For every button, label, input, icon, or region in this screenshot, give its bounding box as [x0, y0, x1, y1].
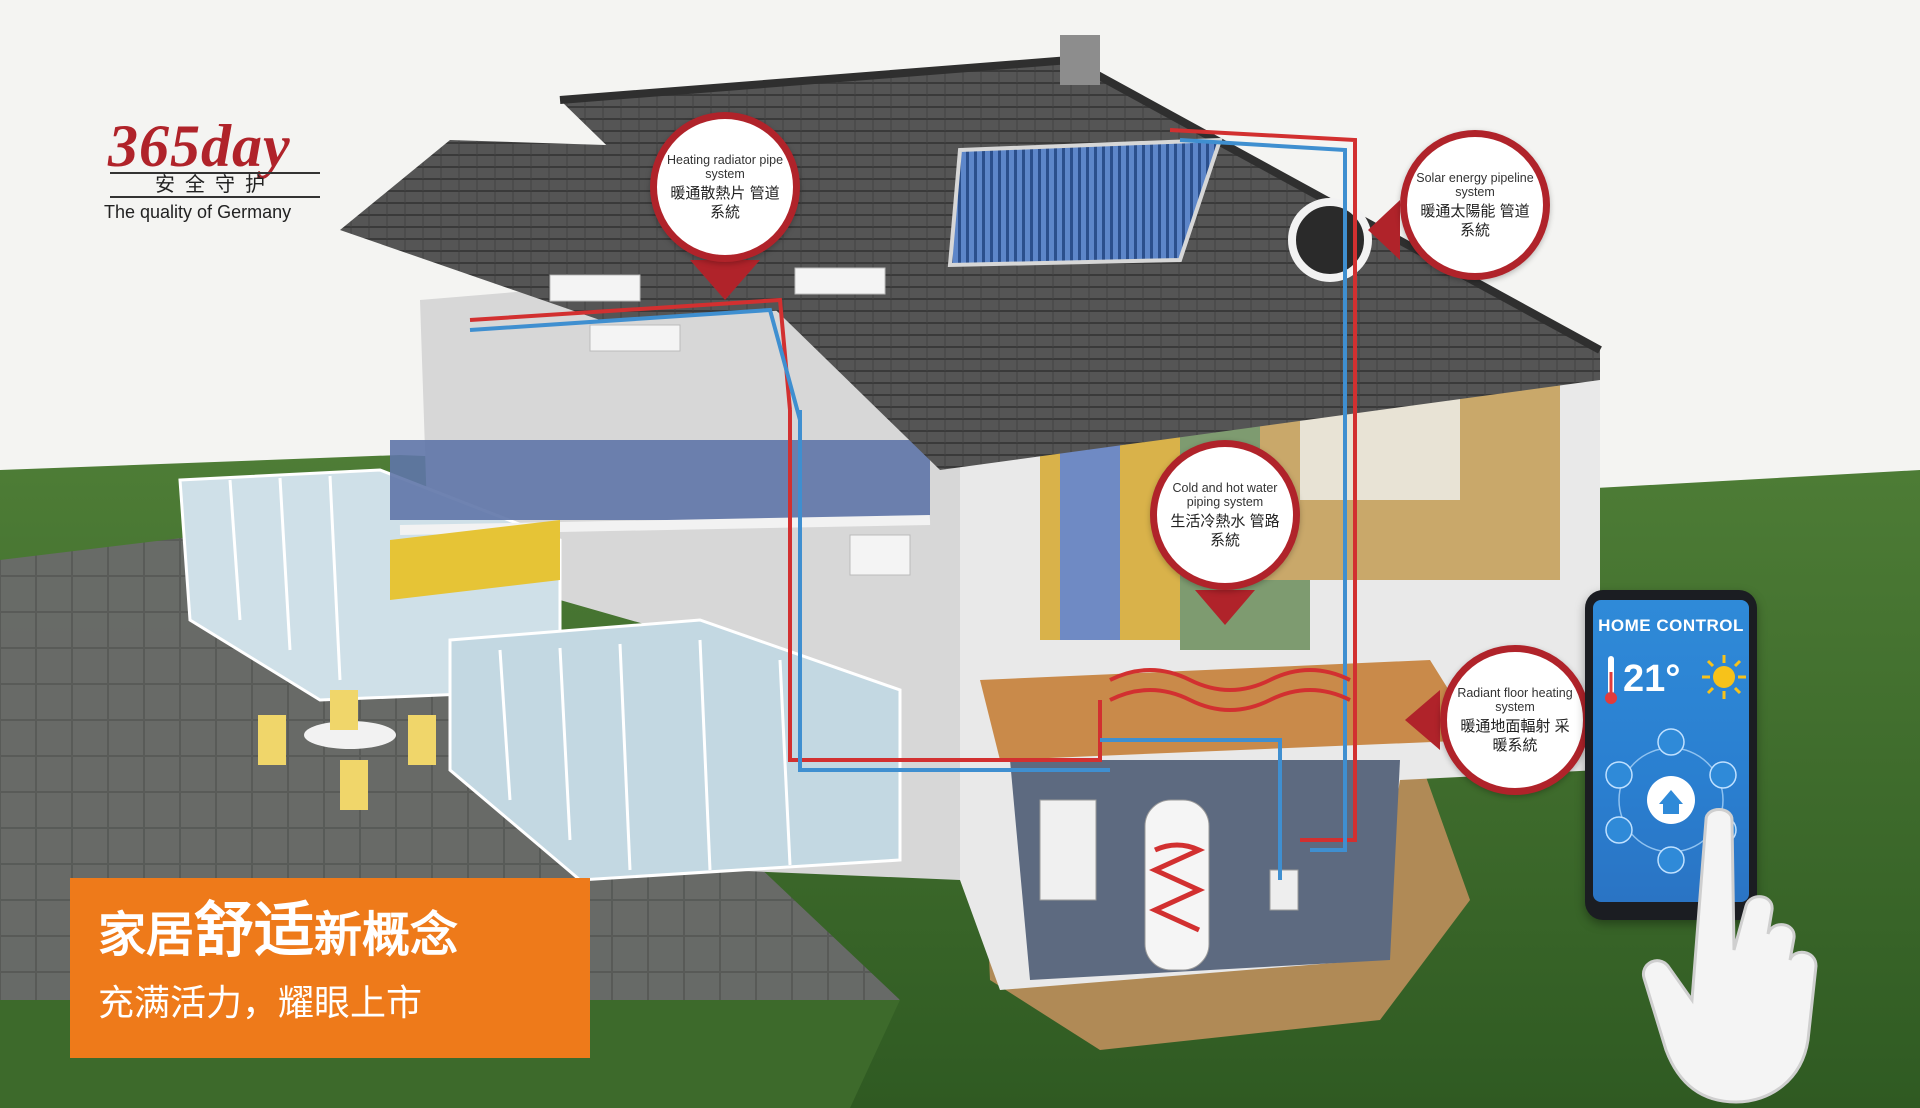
callout-heating-radiator-en: Heating radiator pipe system — [666, 152, 784, 181]
banner-subtitle: 充满活力，耀眼上市 — [98, 982, 423, 1023]
callout-cold-hot-water: Cold and hot water piping system 生活冷熱水 管… — [1150, 440, 1300, 590]
logo-number: 365day — [108, 113, 291, 179]
callout-solar-energy-en: Solar energy pipeline system — [1416, 170, 1534, 199]
sun-icon — [1702, 655, 1746, 699]
callout-heating-radiator: Heating radiator pipe system 暖通散熱片 管道系統 — [650, 112, 800, 262]
callout-solar-energy: Solar energy pipeline system 暖通太陽能 管道系統 — [1400, 130, 1550, 280]
home-control-title: HOME CONTROL — [1598, 616, 1744, 635]
banner-title-prefix: 家居 — [98, 909, 195, 962]
banner-title: 家居舒适新概念 — [98, 900, 562, 967]
callout-heating-radiator-zh: 暖通散熱片 管道系統 — [670, 184, 780, 221]
temperature-readout: 21° — [1623, 658, 1681, 700]
logo-tagline: The quality of Germany — [104, 202, 292, 222]
hand-pointer-icon — [1641, 808, 1818, 1104]
callout-radiant-floor-zh: 暖通地面輻射 采暖系統 — [1460, 717, 1570, 754]
logo-subtitle: 安全守护 — [110, 172, 320, 198]
banner-title-highlight: 舒适 — [194, 897, 315, 964]
callout-radiant-floor: Radiant floor heating system 暖通地面輻射 采暖系統 — [1440, 645, 1590, 795]
promo-banner: 家居舒适新概念 充满活力，耀眼上市 — [70, 878, 590, 1058]
callout-radiant-floor-en: Radiant floor heating system — [1457, 685, 1573, 714]
callout-cold-hot-water-en: Cold and hot water piping system — [1172, 480, 1278, 509]
callout-solar-energy-zh: 暖通太陽能 管道系統 — [1420, 202, 1530, 239]
banner-title-suffix: 新概念 — [314, 909, 459, 962]
brand-logo: 365day 安全守护 The quality of Germany — [104, 112, 344, 222]
thermometer-icon — [1605, 656, 1617, 704]
home-icon — [1659, 790, 1683, 814]
callout-cold-hot-water-zh: 生活冷熱水 管路系統 — [1170, 512, 1280, 549]
